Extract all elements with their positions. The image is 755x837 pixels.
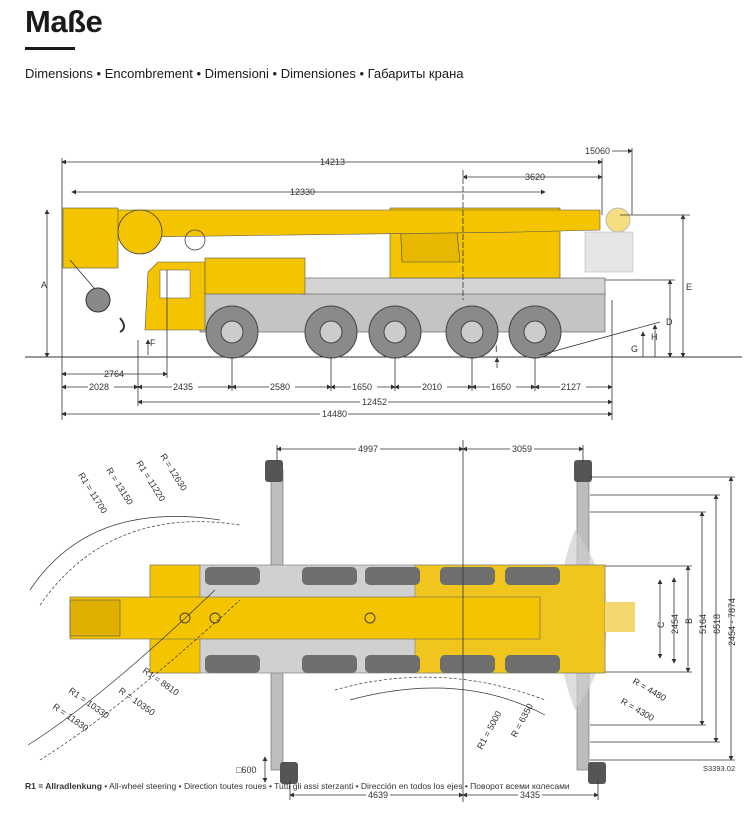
hook-block [85,287,111,313]
radius-label: R1 = 5000 [475,709,503,751]
outrigger-pad [265,460,283,482]
dim-segment: 1650 [352,382,372,392]
boom-top [69,596,541,640]
dim-4997: 4997 [358,444,378,454]
dim-segment: 1650 [491,382,511,392]
carrier-body [204,257,306,295]
radius-label: R = 10350 [117,685,157,717]
counterweight-top [605,602,635,632]
drawing-code: S3393.02 [703,764,736,773]
dim-14213: 14213 [320,157,345,167]
dim-3620: 3620 [525,172,545,182]
dim-I: I [495,344,498,354]
radius-label: R = 6350 [509,702,535,739]
dim-H: H [651,332,658,342]
title-underline [25,47,75,50]
outrigger-pad [280,762,298,784]
dim-12452: 12452 [362,397,387,407]
dim-C: C [656,621,666,628]
dim-F: F [150,338,156,348]
side-view: 14213 15060 3620 12330 A E D H G F I 276… [25,146,742,420]
axle-spacing-row: 2028 2435 2580 1650 2010 1650 2127 [61,300,613,420]
boom-head-top [69,599,121,637]
radius-label: R1 = 11700 [76,471,109,515]
dim-G: G [631,344,638,354]
tyres [205,567,560,673]
dim-4639: 4639 [368,790,388,800]
dim-D: D [666,317,673,327]
r1-legend: R1 = Allradlenkung [25,781,102,791]
turning-radius-arcs [27,516,546,761]
radius-label: R = 12630 [158,452,189,493]
pad-size-label: □600 [236,765,256,775]
width-dimensions: C 2454 B 5164 6518 2454 - 7874 [590,476,737,761]
outrigger-pad [574,460,592,482]
dim-segment: 2127 [561,382,581,392]
dim-2454: 2454 [670,614,680,634]
dim-3435: 3435 [520,790,540,800]
steering-translations: • All-wheel steering • Direction toutes … [101,781,570,791]
page-title: Maße [25,4,103,39]
wheels [205,305,562,359]
dim-E: E [686,282,692,292]
cab-window [159,269,191,299]
top-view: R1 = 11700 R = 13150 R1 = 11220 R = 1263… [27,440,737,802]
counterweight [584,231,634,273]
dim-segment: 2010 [422,382,442,392]
radius-label: R = 11830 [51,701,90,733]
dim-2764: 2764 [104,369,124,379]
boom-pin [184,229,206,251]
dim-2454-7874: 2454 - 7874 [727,598,737,646]
dim-5164: 5164 [698,614,708,634]
outrigger-pad [588,762,606,784]
dim-14480: 14480 [322,409,347,419]
boom-head [62,207,119,269]
dim-B: B [684,618,694,624]
page-subtitle: Dimensions • Encombrement • Dimensioni •… [25,66,464,81]
dim-segment: 2435 [173,382,193,392]
dim-segment: 2028 [89,382,109,392]
radius-label: R = 4480 [631,676,668,703]
chassis-deck [299,277,606,295]
radius-label: R1 = 11220 [134,459,167,503]
dim-15060: 15060 [585,146,610,156]
footer-note: R1 = Allradlenkung • All-wheel steering … [25,781,570,791]
dim-segment: 2580 [270,382,290,392]
dim-6518: 6518 [712,614,722,634]
dim-A: A [41,280,47,290]
radius-label: R = 4300 [619,696,656,723]
dim-3059: 3059 [512,444,532,454]
hook [119,317,125,333]
counterweight-sheave [605,207,631,233]
radius-label: R = 13150 [104,466,135,507]
boom-sheave [117,209,163,255]
dim-12330: 12330 [290,187,315,197]
